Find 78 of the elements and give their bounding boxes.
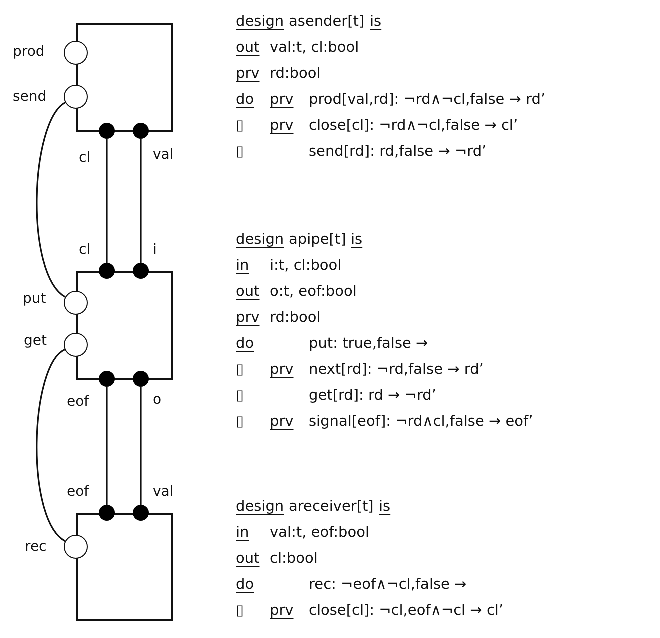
choice-symbol: ▯ (236, 387, 244, 405)
keyword: design (236, 13, 284, 31)
port-label: cl (79, 242, 91, 258)
choice-symbol: ▯ (236, 143, 244, 161)
wire-line (140, 387, 142, 505)
keyword: do (236, 335, 254, 353)
connection-dot (99, 263, 115, 279)
port-circle (64, 85, 88, 109)
port-label: eof (67, 394, 90, 410)
port-label: prod (13, 44, 45, 60)
connection-dot (133, 371, 149, 387)
port-label: get (24, 333, 47, 349)
code-declaration: rd:bool (270, 65, 321, 83)
code-declaration: i:t, cl:bool (270, 257, 342, 275)
connection-dot (99, 371, 115, 387)
code-statement: send[rd]: rd,false → ¬rd’ (309, 143, 487, 161)
keyword: is (370, 13, 382, 31)
code-statement: signal[eof]: ¬rd∧cl,false → eof’ (309, 413, 534, 431)
code-statement: rec: ¬eof∧¬cl,false → (309, 576, 467, 594)
wire-line (106, 387, 108, 505)
keyword: prv (270, 361, 294, 379)
keyword: do (236, 91, 254, 109)
keyword: is (351, 231, 363, 249)
code-declaration: rd:bool (270, 309, 321, 327)
port-circle (64, 41, 88, 65)
code-declaration: val:t, eof:bool (270, 524, 370, 542)
connection-dot (133, 505, 149, 521)
port-label: eof (67, 484, 90, 500)
choice-symbol: ▯ (236, 602, 244, 620)
keyword: out (236, 283, 260, 301)
port-label: cl (79, 150, 91, 166)
code-statement: get[rd]: rd → ¬rd’ (309, 387, 436, 405)
connection-dot (133, 263, 149, 279)
keyword: design (236, 231, 284, 249)
code-declaration: cl:bool (270, 550, 318, 568)
keyword: prv (270, 91, 294, 109)
code-statement: prod[val,rd]: ¬rd∧¬cl,false → rd’ (309, 91, 546, 109)
connection-dot (133, 123, 149, 139)
port-circle (64, 333, 88, 357)
code-statement: close[cl]: ¬rd∧¬cl,false → cl’ (309, 117, 518, 135)
keyword: do (236, 576, 254, 594)
connection-dot (99, 123, 115, 139)
curved-connector (36, 102, 66, 298)
port-circle (64, 535, 88, 559)
port-label: o (153, 392, 162, 408)
code-statement: put: true,false → (309, 335, 428, 353)
design-name: areceiver[t] (289, 498, 374, 516)
keyword: is (379, 498, 391, 516)
code-declaration: o:t, eof:bool (270, 283, 357, 301)
port-label: i (153, 242, 157, 258)
choice-symbol: ▯ (236, 361, 244, 379)
port-circle (64, 291, 88, 315)
keyword: prv (236, 309, 260, 327)
choice-symbol: ▯ (236, 117, 244, 135)
port-label: rec (25, 539, 47, 555)
code-statement: close[cl]: ¬cl,eof∧¬cl → cl’ (309, 602, 504, 620)
design-name: asender[t] (289, 13, 365, 31)
keyword: prv (270, 602, 294, 620)
keyword: design (236, 498, 284, 516)
port-label: val (153, 484, 174, 500)
keyword: prv (236, 65, 260, 83)
code-declaration: val:t, cl:bool (270, 39, 360, 57)
port-label: put (23, 291, 46, 307)
keyword: prv (270, 117, 294, 135)
connection-dot (99, 505, 115, 521)
port-label: send (13, 89, 47, 105)
keyword: prv (270, 413, 294, 431)
keyword: out (236, 550, 260, 568)
wire-line (140, 139, 142, 263)
port-label: val (153, 147, 174, 163)
code-statement: next[rd]: ¬rd,false → rd’ (309, 361, 484, 379)
choice-symbol: ▯ (236, 413, 244, 431)
curved-connector (36, 349, 66, 542)
keyword: in (236, 524, 250, 542)
keyword: out (236, 39, 260, 57)
design-name: apipe[t] (289, 231, 346, 249)
keyword: in (236, 257, 250, 275)
wire-line (106, 139, 108, 263)
